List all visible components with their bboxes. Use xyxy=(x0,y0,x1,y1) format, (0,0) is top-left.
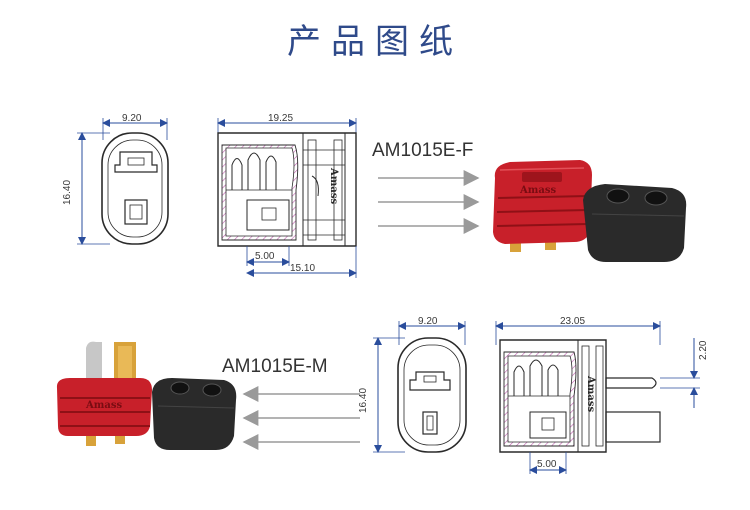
female-front-view xyxy=(77,118,169,245)
female-side-view: Amass xyxy=(217,118,357,278)
female-arrows xyxy=(378,170,480,234)
female-front-width: 9.20 xyxy=(122,113,142,124)
female-side-length: 19.25 xyxy=(268,113,293,124)
male-side-sub1: 5.00 xyxy=(537,459,557,470)
page-title: 产品图纸 xyxy=(287,22,463,62)
male-side-view: Amass xyxy=(495,321,700,474)
female-front-height: 16.40 xyxy=(62,180,73,205)
male-side-brand: Amass xyxy=(585,375,596,412)
male-side-length: 23.05 xyxy=(560,316,585,327)
male-front-width: 9.20 xyxy=(418,316,438,327)
male-front-view xyxy=(373,321,467,453)
female-side-sub2: 15.10 xyxy=(290,263,315,274)
male-model-label: AM1015E-M xyxy=(222,356,328,377)
female-photo-brand: Amass xyxy=(519,185,556,196)
female-side-sub1: 5.00 xyxy=(255,251,275,262)
female-side-brand: Amass xyxy=(328,167,339,204)
male-arrows xyxy=(242,386,360,450)
male-connector-photo: Amass xyxy=(56,341,237,450)
female-connector-photo: Amass xyxy=(493,160,687,262)
male-photo-brand: Amass xyxy=(85,400,122,411)
male-front-height: 16.40 xyxy=(358,388,369,413)
female-model-label: AM1015E-F xyxy=(372,140,474,161)
male-side-pin: 2.20 xyxy=(698,340,709,360)
